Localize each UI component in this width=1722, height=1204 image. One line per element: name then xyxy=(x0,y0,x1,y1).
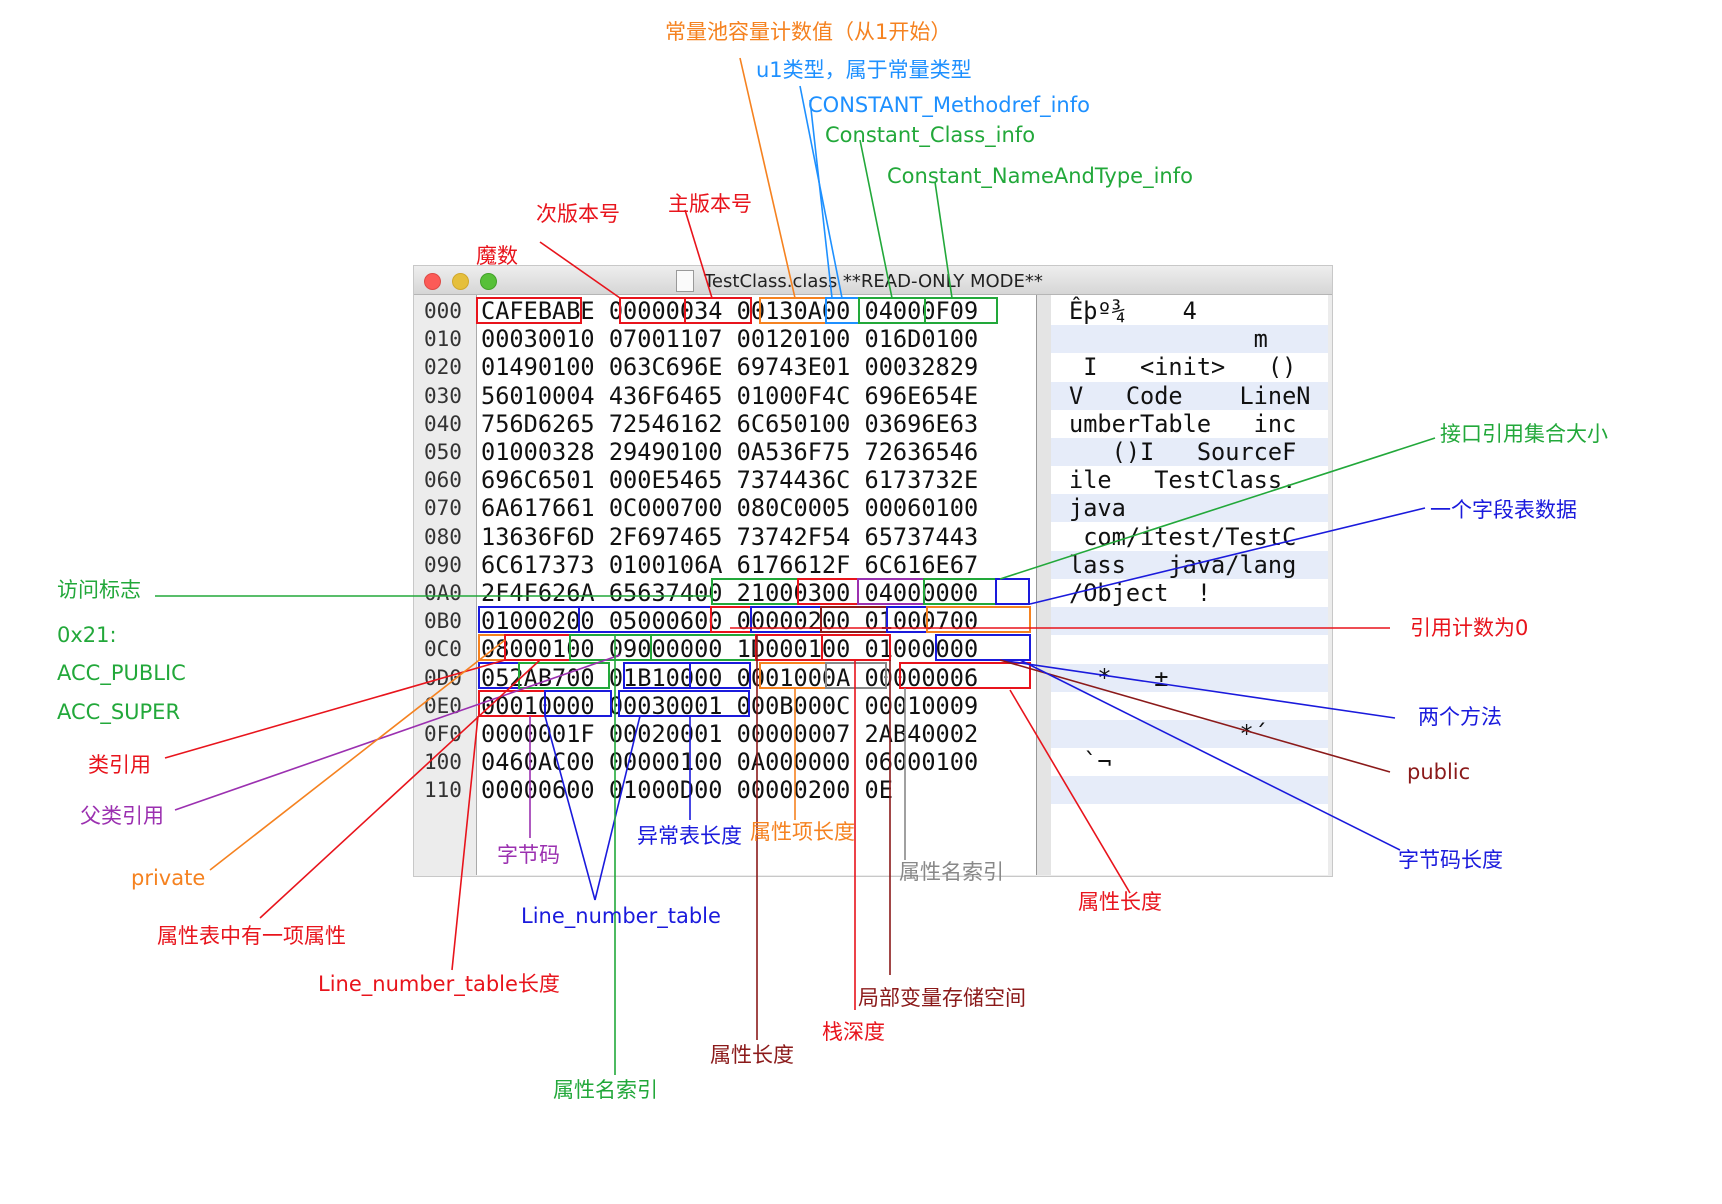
hex-row[interactable]: CAFEBABE 00000034 00130A00 04000F09 xyxy=(481,297,979,325)
label-attr-name-index-gray: 属性名索引 xyxy=(899,860,1004,884)
label-acc-public: ACC_PUBLIC xyxy=(57,661,186,685)
hex-row[interactable]: 00030010 07001107 00120100 016D0100 xyxy=(481,325,979,354)
label-field-data: 一个字段表数据 xyxy=(1430,498,1577,522)
document-icon xyxy=(676,270,694,292)
row-address: 010 xyxy=(424,327,462,352)
label-bytecode-len: 字节码长度 xyxy=(1398,848,1503,872)
hex-row[interactable]: 756D6265 72546162 6C650100 03696E63 xyxy=(481,409,979,438)
hex-row[interactable]: 13636F6D 2F697465 73742F54 65737443 xyxy=(481,522,979,551)
label-methodref: CONSTANT_Methodref_info xyxy=(808,93,1090,117)
ascii-row[interactable]: I <init> () xyxy=(1069,353,1297,382)
label-major-version: 主版本号 xyxy=(668,192,752,216)
label-public: public xyxy=(1407,760,1471,784)
hex-row[interactable]: 01000328 29490100 0A536F75 72636546 xyxy=(481,438,979,466)
label-lnt-length: Line_number_table长度 xyxy=(318,972,560,996)
hex-row[interactable]: 6A617661 0C000700 080C0005 00060100 xyxy=(481,494,979,523)
hex-row[interactable]: 0000001F 00020001 00000007 2AB40002 xyxy=(481,720,979,748)
ascii-row[interactable]: m xyxy=(1069,325,1268,354)
label-private: private xyxy=(131,866,206,890)
label-line-number-table: Line_number_table xyxy=(521,904,721,928)
hex-row[interactable]: 00000600 01000D00 00000200 0E xyxy=(481,776,893,805)
label-name-and-type: Constant_NameAndType_info xyxy=(887,164,1193,188)
label-attr-item-len: 属性项长度 xyxy=(750,820,855,844)
row-stripe xyxy=(1051,607,1328,636)
row-address: 0F0 xyxy=(424,722,462,746)
row-address: 030 xyxy=(424,383,462,408)
label-attr-name-index-green: 属性名索引 xyxy=(553,1078,658,1102)
label-u1-type: u1类型，属于常量类型 xyxy=(756,58,972,82)
row-stripe xyxy=(1051,438,1328,466)
row-address: 060 xyxy=(424,468,462,493)
label-magic: 魔数 xyxy=(476,244,518,268)
hex-row[interactable]: 0460AC00 00000100 0A000000 06000100 xyxy=(481,748,979,777)
label-bytecode: 字节码 xyxy=(497,843,560,867)
hex-row[interactable]: 696C6501 000E5465 7374436C 6173732E xyxy=(481,466,979,495)
label-stack-depth: 栈深度 xyxy=(822,1020,885,1044)
row-address: 0A0 xyxy=(424,581,462,605)
row-address: 070 xyxy=(424,496,462,521)
minimize-window-button[interactable] xyxy=(452,273,469,290)
label-attr-len-right: 属性长度 xyxy=(1078,890,1162,914)
label-exception-table-len: 异常表长度 xyxy=(637,824,742,848)
hex-row[interactable]: 2F4F626A 65637400 21000300 04000000 xyxy=(481,579,979,607)
row-address: 090 xyxy=(424,552,462,577)
hex-row[interactable]: 56010004 436F6465 01000F4C 696E654E xyxy=(481,381,979,410)
row-stripe xyxy=(1051,325,1328,354)
row-address: 040 xyxy=(424,411,462,436)
label-super-ref: 父类引用 xyxy=(80,804,164,828)
label-access-value: 0x21: xyxy=(57,623,117,647)
zoom-window-button[interactable] xyxy=(480,273,497,290)
ascii-row[interactable]: `¬ xyxy=(1069,748,1112,777)
row-address: 100 xyxy=(424,750,462,775)
hex-row[interactable]: 6C617373 0100106A 6176612F 6C616E67 xyxy=(481,550,979,579)
ascii-row[interactable]: com/itest/TestC xyxy=(1069,522,1297,551)
row-address: 050 xyxy=(424,440,462,464)
row-address: 080 xyxy=(424,524,462,549)
ascii-row[interactable]: ()I SourceF xyxy=(1069,438,1297,466)
label-attr-len-bottom: 属性长度 xyxy=(710,1043,794,1067)
label-access-flags: 访问标志 xyxy=(57,578,141,602)
label-class-info: Constant_Class_info xyxy=(825,123,1036,147)
label-acc-super: ACC_SUPER xyxy=(57,700,181,724)
label-interfaces-count: 接口引用集合大小 xyxy=(1440,422,1608,446)
ascii-row[interactable]: /Object ! xyxy=(1069,579,1212,607)
ascii-row[interactable]: umberTable inc xyxy=(1069,409,1297,438)
label-local-vars: 局部变量存储空间 xyxy=(858,986,1026,1010)
hex-row[interactable]: 01490100 063C696E 69743E01 00032829 xyxy=(481,353,979,382)
ascii-row[interactable]: Êþº¾ 4 xyxy=(1069,297,1197,325)
label-ref-count-zero: 引用计数为0 xyxy=(1410,616,1529,640)
address-column: 000 010 020 030 040 050 060 070 080 090 0A0 0B0 0C0 0… xyxy=(414,295,473,875)
row-stripe xyxy=(1051,663,1328,692)
window-titlebar: TestClass.class **READ-ONLY MODE** xyxy=(414,266,1332,295)
ascii-row[interactable]: ile TestClass. xyxy=(1069,466,1297,495)
row-address: 110 xyxy=(424,778,462,803)
label-minor-version: 次版本号 xyxy=(536,202,620,226)
row-stripe xyxy=(1051,720,1328,748)
row-address: 000 xyxy=(424,299,462,323)
hex-row[interactable]: 01000200 05000600 00000200 01000700 xyxy=(481,607,979,636)
ascii-row[interactable]: java xyxy=(1069,494,1126,523)
ascii-row[interactable]: *´ xyxy=(1069,720,1268,748)
row-address: 0B0 xyxy=(424,609,462,634)
window-title: TestClass.class **READ-ONLY MODE** xyxy=(704,271,1043,292)
hex-editor-window: TestClass.class **READ-ONLY MODE** 000 01… xyxy=(413,265,1333,877)
ascii-row[interactable]: V Code LineN xyxy=(1069,381,1311,410)
label-attr-table-one: 属性表中有一项属性 xyxy=(157,924,346,948)
label-class-ref: 类引用 xyxy=(88,753,151,777)
label-cp-count: 常量池容量计数值（从1开始） xyxy=(665,20,952,44)
close-window-button[interactable] xyxy=(424,273,441,290)
label-two-methods: 两个方法 xyxy=(1418,705,1502,729)
row-stripe xyxy=(1051,381,1328,410)
row-address: 0C0 xyxy=(424,637,462,662)
row-address: 020 xyxy=(424,355,462,380)
hex-row[interactable]: 052AB700 01B10000 0001000A 00000006 xyxy=(481,663,979,692)
